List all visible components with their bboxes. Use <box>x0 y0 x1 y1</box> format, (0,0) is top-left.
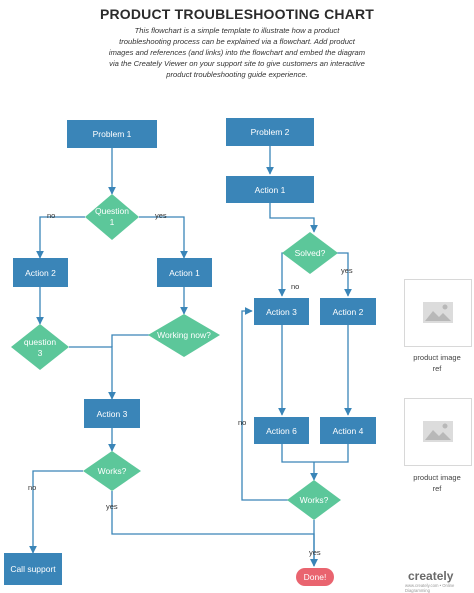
solved-label[interactable]: Solved? <box>294 248 326 258</box>
edge-label-solved-no: no <box>291 282 300 291</box>
works-left-shape <box>83 451 141 491</box>
action1-right-box[interactable]: Action 1 <box>226 176 314 203</box>
action4-box[interactable]: Action 4 <box>320 417 376 444</box>
question1-shape <box>85 194 139 240</box>
edge-worksright-loop <box>241 307 289 501</box>
product-image-1-caption: product image ref <box>413 353 461 373</box>
question3-label[interactable]: question 3 <box>23 337 57 358</box>
call-support-box[interactable]: Call support <box>4 553 62 585</box>
edge-solved-action2 <box>336 252 352 297</box>
edge-action6-join <box>281 444 349 463</box>
edge-working-action3 <box>111 334 150 347</box>
works-left-label[interactable]: Works? <box>97 466 127 476</box>
question3-shape <box>11 324 69 370</box>
chart-description: This flowchart is a simple template to i… <box>108 26 366 79</box>
action2-left-box[interactable]: Action 2 <box>13 258 68 287</box>
creately-logo: creately <box>408 569 454 583</box>
action1-mid-box[interactable]: Action 1 <box>157 258 212 287</box>
edge-label-works-right-yes: yes <box>309 548 321 557</box>
edge-question1-action1 <box>139 216 188 259</box>
action6-box[interactable]: Action 6 <box>254 417 309 444</box>
image-placeholder-icon <box>423 302 453 323</box>
problem1-box[interactable]: Problem 1 <box>67 120 157 148</box>
product-image-2-caption: product image ref <box>413 473 461 493</box>
edge-label-loop-no: no <box>238 418 247 427</box>
edge-works-done <box>111 491 318 567</box>
question1-label[interactable]: Question 1 <box>94 206 130 227</box>
action3-left-box[interactable]: Action 3 <box>84 399 140 428</box>
action3-right-box[interactable]: Action 3 <box>254 298 309 325</box>
solved-shape <box>282 232 338 274</box>
action2-right-box[interactable]: Action 2 <box>320 298 376 325</box>
edge-label-works-left-yes: yes <box>106 502 118 511</box>
edge-action1-solved <box>269 203 318 233</box>
edge-works-callsupport <box>29 470 83 554</box>
product-image-1[interactable] <box>404 279 472 347</box>
edge-label-solved-yes: yes <box>341 266 353 275</box>
creately-tagline: www.creately.com • Online Diagramming <box>405 583 455 593</box>
edge-label-q1-no: no <box>47 211 56 220</box>
edge-label-works-left-no: no <box>28 483 37 492</box>
chart-title: PRODUCT TROUBLESHOOTING CHART <box>99 6 375 22</box>
product-image-2[interactable] <box>404 398 472 466</box>
working-now-shape <box>148 314 220 357</box>
edge-question1-action2 <box>36 216 85 259</box>
working-now-label[interactable]: Working now? <box>157 330 211 340</box>
image-placeholder-icon <box>423 421 453 442</box>
problem2-box[interactable]: Problem 2 <box>226 118 314 146</box>
works-right-label[interactable]: Works? <box>299 495 329 505</box>
edge-question3-action3 <box>69 346 116 400</box>
edge-label-q1-yes: yes <box>155 211 167 220</box>
done-terminal[interactable]: Done! <box>296 568 334 586</box>
works-right-shape <box>287 480 341 520</box>
